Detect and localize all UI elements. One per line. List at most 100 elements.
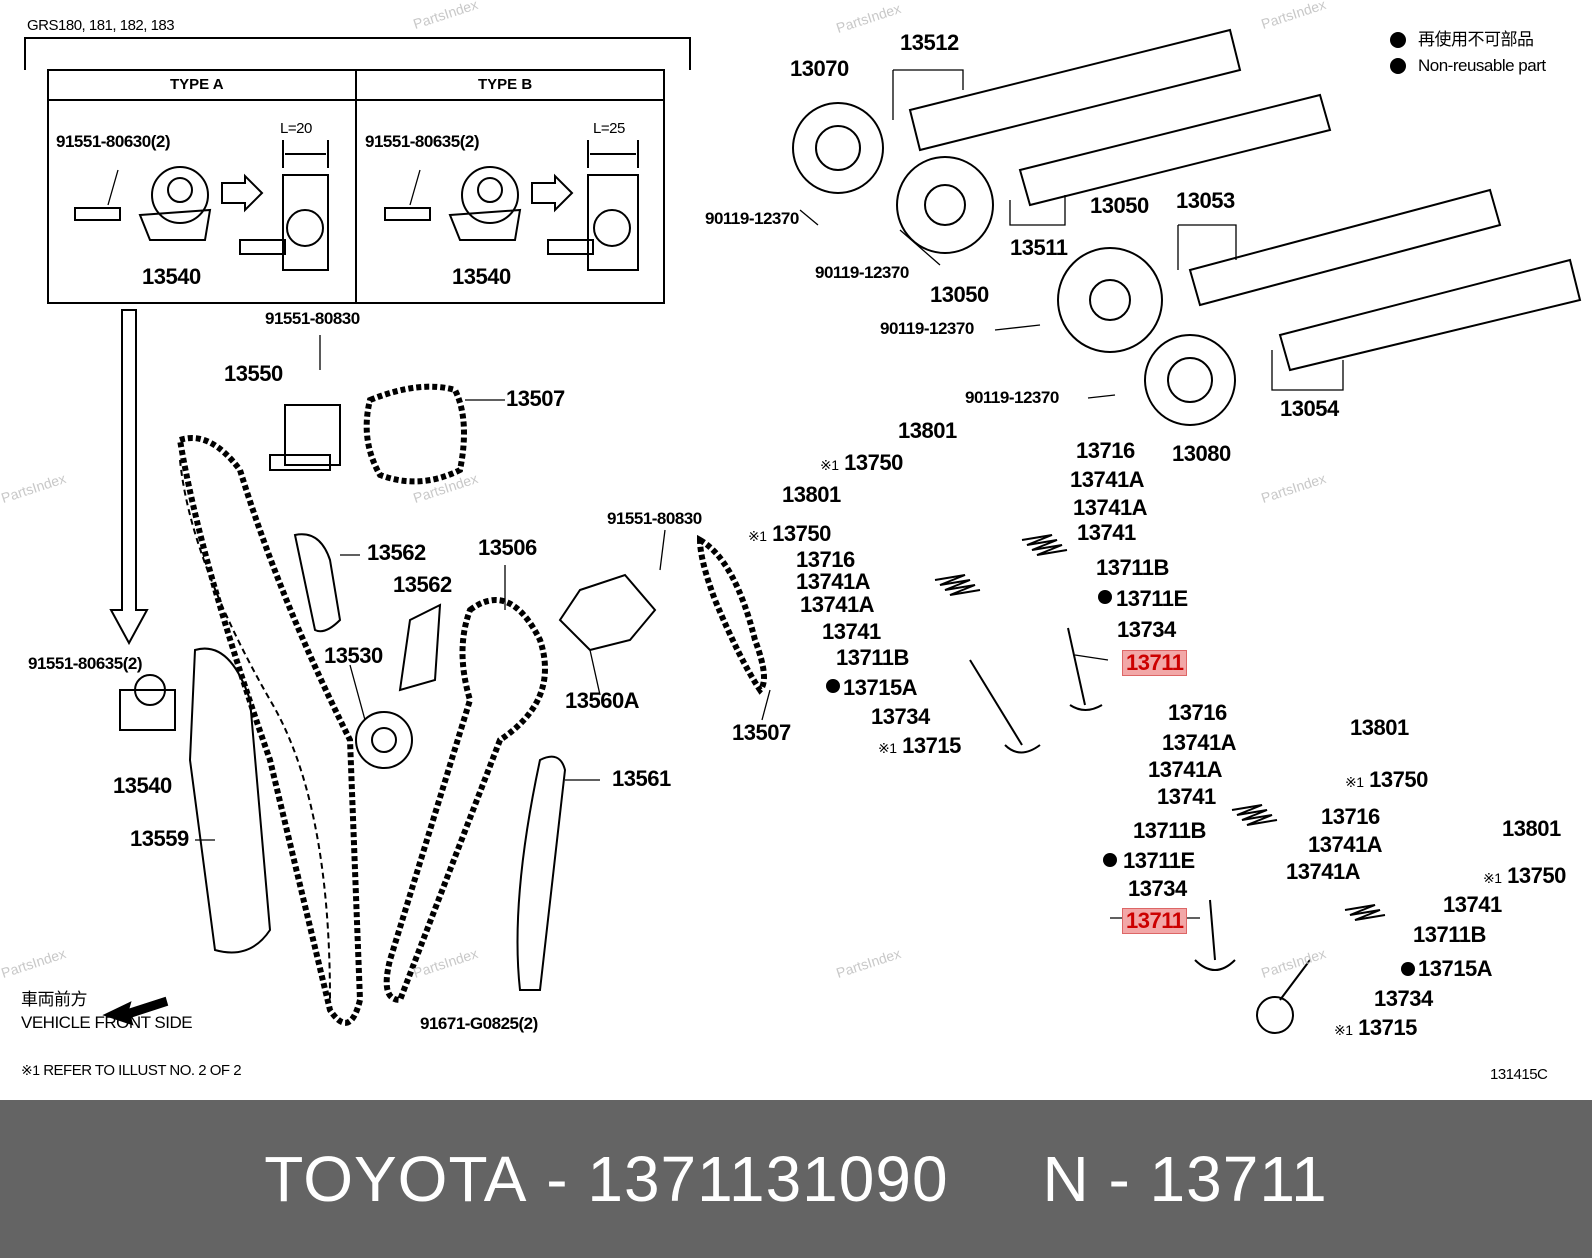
part-label-13801-d[interactable]: 13801: [1502, 816, 1561, 841]
part-label-13750-b[interactable]: 13750: [772, 521, 831, 546]
part-label-13507-a[interactable]: 13507: [506, 386, 565, 411]
part-label-13511[interactable]: 13511: [1010, 235, 1068, 260]
part-number-footer: TOYOTA - 1371131090 N - 13711: [0, 1100, 1592, 1258]
part-label-13716-b[interactable]: 13716: [796, 547, 855, 572]
part-label-13540[interactable]: 13540: [113, 773, 172, 798]
part-label-13053[interactable]: 13053: [1176, 188, 1235, 213]
part-label-91551-80830-a[interactable]: 91551-80830: [265, 309, 360, 328]
part-label-13080[interactable]: 13080: [1172, 441, 1231, 466]
model-list: GRS180, 181, 182, 183: [27, 17, 175, 34]
part-label-13711B-d[interactable]: 13711B: [1413, 922, 1486, 947]
part-label-13050-b[interactable]: 13050: [1090, 193, 1149, 218]
front-arrow: [102, 996, 169, 1026]
part-label-13507-b[interactable]: 13507: [732, 720, 791, 745]
reference-mark: ※1: [21, 1062, 40, 1078]
footer-ref-code: 13711: [1149, 1143, 1328, 1215]
part-label-13506[interactable]: 13506: [478, 535, 537, 560]
part-label-13562-a[interactable]: 13562: [367, 540, 426, 565]
part-label-91551-80635[interactable]: 91551-80635(2): [28, 654, 142, 673]
part-label-13054[interactable]: 13054: [1280, 396, 1339, 421]
down-arrow: [109, 309, 149, 646]
part-label-13734-c[interactable]: 13734: [1128, 876, 1187, 901]
part-label-90119-a[interactable]: 90119-12370: [705, 209, 799, 228]
part-label-13734-a[interactable]: 13734: [1117, 617, 1176, 642]
illustration-number: 131415C: [1490, 1066, 1548, 1083]
type-a-sketch: [74, 140, 329, 271]
part-label-13715-a[interactable]: 13715: [902, 733, 961, 758]
part-label-13711-b[interactable]: 13711: [1122, 908, 1188, 934]
part-label-13512[interactable]: 13512: [900, 30, 959, 55]
type-b-sketch: [384, 140, 639, 271]
part-label-90119-d[interactable]: 90119-12370: [965, 388, 1059, 407]
part-label-13715A-a[interactable]: 13715A: [843, 675, 918, 700]
type-a-length: L=20: [280, 120, 312, 137]
footer-brand: TOYOTA: [264, 1143, 528, 1215]
type-a-bolt[interactable]: 91551-80630(2): [56, 132, 170, 151]
part-label-13801-b[interactable]: 13801: [782, 482, 841, 507]
part-label-13715-b[interactable]: 13715: [1358, 1015, 1417, 1040]
part-label-13750-a[interactable]: 13750: [844, 450, 903, 475]
part-label-13741A-h[interactable]: 13741A: [1286, 859, 1361, 884]
part-label-13711E-a[interactable]: 13711E: [1116, 586, 1188, 611]
type-a-part[interactable]: 13540: [142, 264, 201, 289]
sprockets: [355, 102, 1236, 769]
model-bracket: [24, 37, 691, 70]
part-label-13562-b[interactable]: 13562: [393, 572, 452, 597]
part-label-13750-c[interactable]: 13750: [1369, 767, 1428, 792]
part-label-13741-a[interactable]: 13741: [1077, 520, 1136, 545]
tensioners: [119, 404, 657, 731]
footer-ref-prefix: N: [1042, 1143, 1090, 1215]
part-label-13560A[interactable]: 13560A: [565, 688, 640, 713]
part-label-13801-c[interactable]: 13801: [1350, 715, 1409, 740]
chain-guides: [188, 533, 567, 991]
part-label-91671[interactable]: 91671-G0825(2): [420, 1014, 538, 1033]
part-label-13711B-a[interactable]: 13711B: [1096, 555, 1169, 580]
part-label-13801-a[interactable]: 13801: [898, 418, 957, 443]
part-label-13711E-b[interactable]: 13711E: [1123, 848, 1195, 873]
part-label-13716-d[interactable]: 13716: [1321, 804, 1380, 829]
footer-part-number: 1371131090: [587, 1143, 949, 1215]
legend-en: Non-reusable part: [1418, 56, 1546, 75]
part-label-13734-b[interactable]: 13734: [871, 704, 930, 729]
part-label-13741A-a[interactable]: 13741A: [1070, 467, 1145, 492]
type-b-part[interactable]: 13540: [452, 264, 511, 289]
type-b-title: TYPE B: [478, 76, 533, 93]
part-label-90119-c[interactable]: 90119-12370: [880, 319, 974, 338]
footer-separator: -: [546, 1143, 569, 1215]
type-b-bolt[interactable]: 91551-80635(2): [365, 132, 479, 151]
valve-springs: [934, 534, 1386, 921]
part-label-13734-d[interactable]: 13734: [1374, 986, 1433, 1011]
part-label-13716-c[interactable]: 13716: [1168, 700, 1227, 725]
part-label-13559[interactable]: 13559: [130, 826, 189, 851]
part-label-13741A-b[interactable]: 13741A: [1073, 495, 1148, 520]
camshafts: [908, 28, 1582, 372]
timing-chains: [176, 383, 767, 1026]
part-label-13741A-c[interactable]: 13741A: [796, 569, 871, 594]
part-label-91551-80830-b[interactable]: 91551-80830: [607, 509, 702, 528]
part-label-13741-c[interactable]: 13741: [1157, 784, 1216, 809]
part-label-13711B-b[interactable]: 13711B: [836, 645, 909, 670]
type-b-length: L=25: [593, 120, 625, 137]
legend-jp: 再使用不可部品: [1418, 30, 1534, 49]
valves: [969, 627, 1311, 1034]
part-label-13741A-f[interactable]: 13741A: [1148, 757, 1223, 782]
part-label-13711-a[interactable]: 13711: [1122, 650, 1188, 676]
part-label-90119-b[interactable]: 90119-12370: [815, 263, 909, 282]
parts-diagram: [24, 28, 1582, 1034]
part-label-13715A-b[interactable]: 13715A: [1418, 956, 1493, 981]
reference-note: REFER TO ILLUST NO. 2 OF 2: [43, 1062, 242, 1079]
part-label-13050-a[interactable]: 13050: [930, 282, 989, 307]
part-label-13530[interactable]: 13530: [324, 643, 383, 668]
part-label-13741-b[interactable]: 13741: [822, 619, 881, 644]
part-label-13741A-g[interactable]: 13741A: [1308, 832, 1383, 857]
part-label-13741-d[interactable]: 13741: [1443, 892, 1502, 917]
part-label-13561[interactable]: 13561: [612, 766, 671, 791]
part-label-13741A-e[interactable]: 13741A: [1162, 730, 1237, 755]
part-label-13741A-d[interactable]: 13741A: [800, 592, 875, 617]
part-label-13550[interactable]: 13550: [224, 361, 283, 386]
part-label-13716-a[interactable]: 13716: [1076, 438, 1135, 463]
part-label-13750-d[interactable]: 13750: [1507, 863, 1566, 888]
part-label-13070[interactable]: 13070: [790, 56, 849, 81]
part-label-13711B-c[interactable]: 13711B: [1133, 818, 1206, 843]
